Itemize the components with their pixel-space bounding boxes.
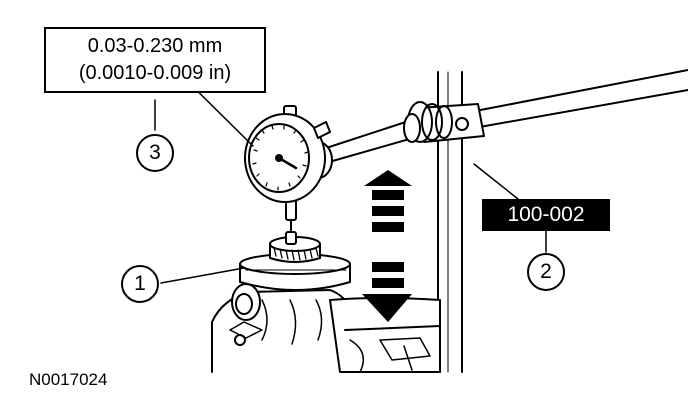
flange-ring bbox=[239, 253, 351, 291]
specification-metric: 0.03-0.230 mm bbox=[87, 35, 223, 57]
specification-imperial: (0.0010-0.009 in) bbox=[78, 62, 232, 84]
dial-gauge bbox=[244, 105, 333, 203]
support-rod bbox=[469, 69, 688, 129]
movement-arrow bbox=[362, 170, 412, 322]
post-clamp bbox=[403, 101, 485, 143]
housing-boss bbox=[231, 283, 261, 321]
callout-2: 2 bbox=[527, 253, 565, 291]
specification-box: 0.03-0.230 mm (0.0010-0.009 in) bbox=[44, 27, 266, 93]
figure-id: N0017024 bbox=[29, 370, 108, 389]
indicator-arm bbox=[319, 117, 421, 165]
callout-1: 1 bbox=[121, 265, 159, 303]
indicator-stem bbox=[285, 195, 297, 245]
callout-3: 3 bbox=[136, 134, 174, 172]
tool-number-label: 100-002 bbox=[482, 199, 610, 231]
leader-lines bbox=[154, 59, 547, 284]
